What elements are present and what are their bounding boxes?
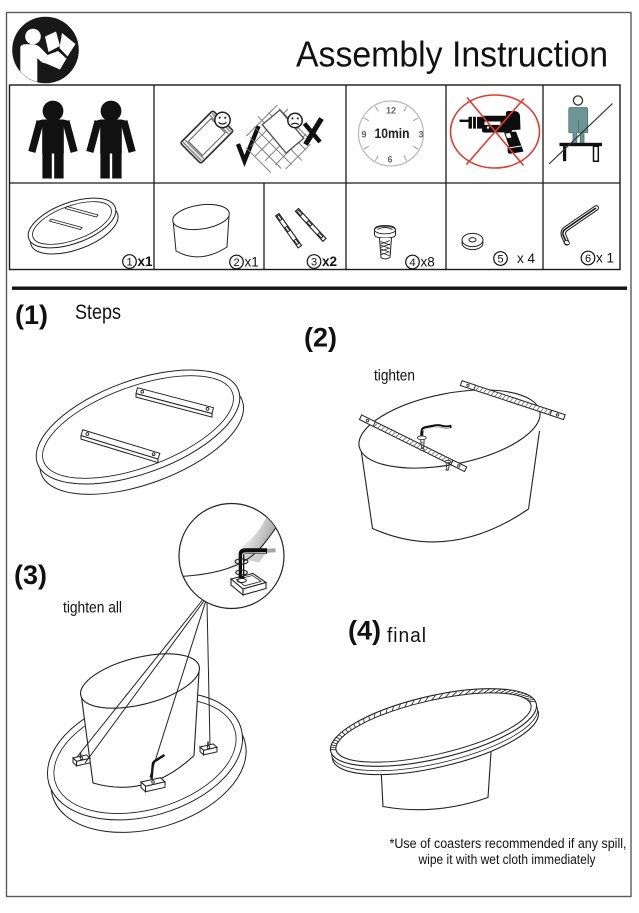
svg-text:Steps: Steps [75, 301, 121, 324]
svg-text:*Use of coasters recommended i: *Use of coasters recommended if any spil… [390, 836, 627, 851]
svg-text:final: final [387, 625, 427, 647]
svg-text:12: 12 [386, 106, 396, 116]
svg-text:tighten all: tighten all [63, 600, 122, 617]
svg-text:Assembly Instruction: Assembly Instruction [296, 34, 608, 75]
svg-text:1: 1 [126, 256, 132, 268]
svg-text:x1: x1 [138, 254, 154, 269]
svg-text:tighten: tighten [374, 368, 415, 385]
svg-text:4: 4 [409, 257, 415, 269]
svg-text:x 4: x 4 [517, 251, 536, 266]
svg-text:(4): (4) [348, 616, 381, 646]
svg-text:x2: x2 [322, 254, 337, 269]
svg-text:6: 6 [387, 155, 392, 165]
svg-text:x1: x1 [245, 255, 259, 270]
svg-text:6: 6 [585, 253, 591, 265]
svg-text:(1): (1) [15, 300, 48, 330]
svg-text:2: 2 [233, 257, 239, 269]
svg-text:x 1: x 1 [596, 251, 614, 266]
svg-text:10min: 10min [375, 126, 410, 141]
svg-text:(3): (3) [14, 560, 47, 590]
svg-text:9: 9 [361, 130, 366, 140]
svg-text:x8: x8 [421, 255, 435, 270]
svg-text:wipe it with wet cloth immedia: wipe it with wet cloth immediately [418, 852, 596, 867]
svg-text:3: 3 [311, 256, 317, 268]
svg-text:3: 3 [418, 130, 423, 140]
svg-text:(2): (2) [304, 323, 337, 353]
svg-text:5: 5 [497, 253, 503, 265]
